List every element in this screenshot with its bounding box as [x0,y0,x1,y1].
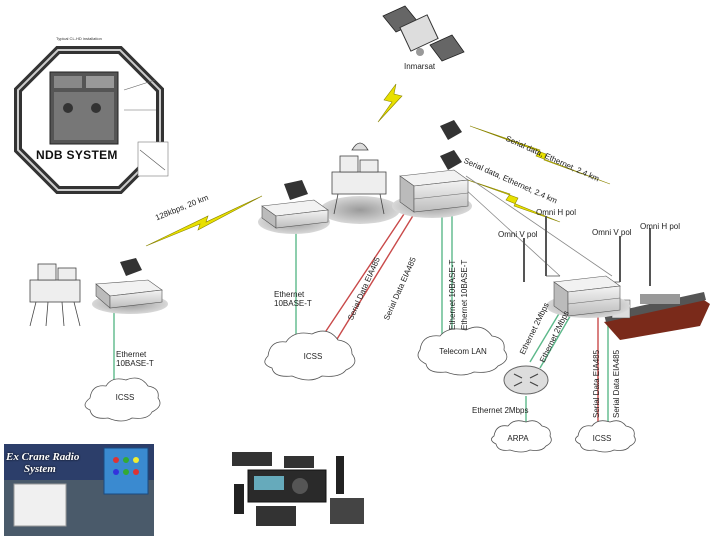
satellite-icon [382,5,465,62]
oil-platform-left [29,263,81,327]
icss-right-label: ICSS [592,434,612,443]
radio-unit-right [546,275,630,318]
icss-mid-label: ICSS [303,352,323,361]
connection-lines [113,175,613,432]
ndb-caption: Typical CL-HD installation [56,36,102,41]
ethernet-10base-t-label-2: Ethernet 10BASE-T [460,259,469,330]
crane-radio-title-line1: Ex Crane Radio [6,451,80,463]
crane-radio-title-line2: System [24,463,56,475]
radio-unit-left [92,258,168,314]
omni-h-pol-left-label: Omni H pol [536,208,577,217]
serial-eia485-label-4: Serial Data EIA485 [612,349,621,418]
omni-v-pol-right-label: Omni V pol [592,228,632,237]
arpa-label: ARPA [507,434,529,443]
omni-h-pol-right-label: Omni H pol [640,222,681,231]
telecom-lan-label: Telecom LAN [439,347,487,356]
radio-unit-center [392,120,472,218]
ethernet-2mbps-label-3: Ethernet 2Mbps [472,406,529,415]
crane-radio-title: Ex Crane Radio System [6,451,79,475]
ndb-system-drawing [4,32,174,198]
omni-v-pol-left-label: Omni V pol [498,230,538,239]
oil-platform-center [320,142,400,224]
inmarsat-label: Inmarsat [404,62,436,71]
clouds [84,326,636,453]
ethernet-mid-label: Ethernet 10BASE-T [274,290,312,308]
router-icon [503,365,549,395]
omni-antennas [523,216,651,286]
radio-unit-mid [258,180,330,234]
icss-left-label: ICSS [115,393,135,402]
wireless-link-bolts [145,83,611,247]
serial-eia485-label-3: Serial Data EIA485 [592,349,601,418]
transceiver-group [232,452,364,526]
ethernet-left-label: Ethernet 10BASE-T [116,350,154,368]
ndb-system-title: NDB SYSTEM [36,148,118,162]
crane-radio-picture [4,444,154,536]
ethernet-10base-t-label-1: Ethernet 10BASE-T [448,259,457,330]
